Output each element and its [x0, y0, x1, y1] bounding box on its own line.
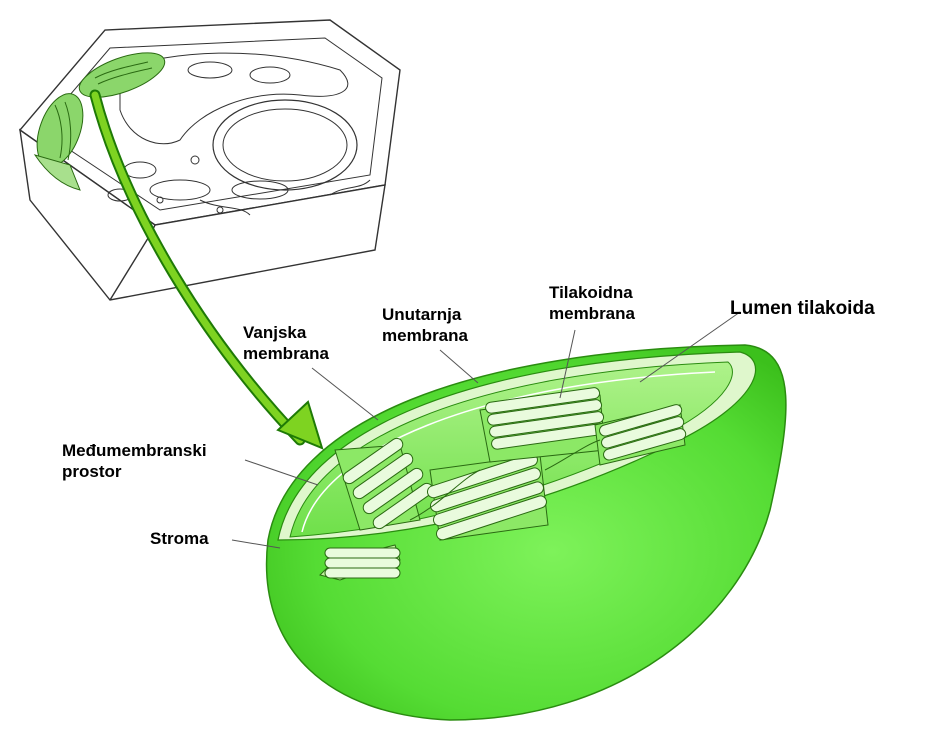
label-thylakoid-membrane: Tilakoidna membrana: [549, 282, 635, 324]
plant-cell: [20, 20, 400, 300]
label-stroma: Stroma: [150, 528, 209, 549]
label-outer-membrane: Vanjska membrana: [243, 322, 329, 364]
granum-1: [320, 545, 400, 580]
chloroplast: [267, 345, 786, 720]
label-thylakoid-lumen: Lumen tilakoida: [730, 298, 875, 319]
label-intermembrane-space: Međumembranski prostor: [62, 440, 207, 482]
leader-inner-membrane: [440, 350, 478, 383]
label-inner-membrane: Unutarnja membrana: [382, 304, 468, 346]
leader-outer-membrane: [312, 368, 378, 420]
